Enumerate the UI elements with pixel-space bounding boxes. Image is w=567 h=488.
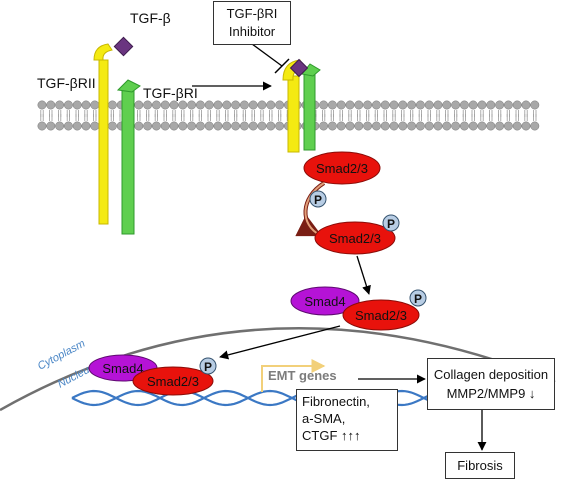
smad4-nucleus-label: Smad4: [102, 361, 143, 376]
phospho-group-transfer: [309, 190, 327, 208]
gene-ctgf: CTGF ↑↑↑: [302, 428, 361, 443]
bound-ligand-diamond: [289, 58, 309, 78]
inhibitor-t-bar: [274, 58, 290, 74]
phospho-group-smad23: [382, 214, 400, 232]
phospho-group-nucleus: [199, 357, 217, 375]
inhibitor-line1: TGF-βRI: [226, 6, 278, 21]
fibrosis-label: Fibrosis: [457, 458, 503, 473]
fibrosis-box: Fibrosis: [445, 452, 515, 479]
collagen-deposition-box: Collagen deposition MMP2/MMP9 ↓: [427, 358, 555, 410]
tgf-beta-ri-receptor: [116, 79, 141, 235]
phospho-label-nucleus: P: [204, 360, 212, 374]
gene-a-sma: a-SMA,: [302, 411, 346, 426]
mmp-text: MMP2/MMP9 ↓: [446, 386, 536, 401]
tgf-beta-rii-label: TGF-βRII: [37, 75, 96, 91]
emt-genes-label: EMT genes: [268, 368, 337, 383]
smad4-cytoplasm: [290, 286, 360, 316]
phospho-label-transfer: P: [314, 193, 322, 207]
smad23-complex-cytoplasm: [342, 299, 420, 331]
cell-membrane-bilayer: [37, 100, 540, 131]
gene-fibronectin: Fibronectin,: [302, 394, 370, 409]
smad4-cytoplasm-label: Smad4: [304, 294, 345, 309]
tgf-beta-ri-label: TGF-βRI: [143, 85, 198, 101]
inhibitor-line: [251, 43, 283, 67]
smad23-complex-cytoplasm-label: Smad2/3: [355, 308, 407, 323]
smad23-nucleus-label: Smad2/3: [147, 374, 199, 389]
phospho-label-smad23: P: [387, 217, 395, 231]
smad23-at-receptor: [303, 151, 381, 185]
tgf-beta-label: TGF-β: [130, 10, 171, 26]
emt-transcription-arrow: [261, 359, 326, 392]
arrow-to-complex: [356, 255, 371, 295]
nuclear-translocation-arrow: [219, 325, 341, 360]
target-genes-box: Fibronectin, a-SMA, CTGF ↑↑↑: [296, 389, 398, 451]
smad23-nucleus: [132, 366, 214, 396]
phospho-group-complex: [409, 289, 427, 307]
phospho-smad23-label: Smad2/3: [329, 231, 381, 246]
phosphorylation-arrow-highlight: [304, 182, 325, 236]
collagen-deposition-text: Collagen deposition: [433, 367, 549, 382]
phospho-label-complex: P: [414, 292, 422, 306]
bound-tgf-beta-ri-receptor: [301, 63, 321, 151]
tgf-beta-ri-inhibitor-box: TGF-βRI Inhibitor: [213, 1, 291, 45]
smad23-at-receptor-label: Smad2/3: [316, 161, 368, 176]
nuclear-envelope: [0, 327, 556, 412]
inhibitor-line2: Inhibitor: [228, 24, 276, 39]
phospho-smad23: [314, 221, 396, 255]
tgf-beta-rii-receptor: [93, 43, 113, 225]
tgf-beta-ligand-diamond: [113, 36, 134, 57]
